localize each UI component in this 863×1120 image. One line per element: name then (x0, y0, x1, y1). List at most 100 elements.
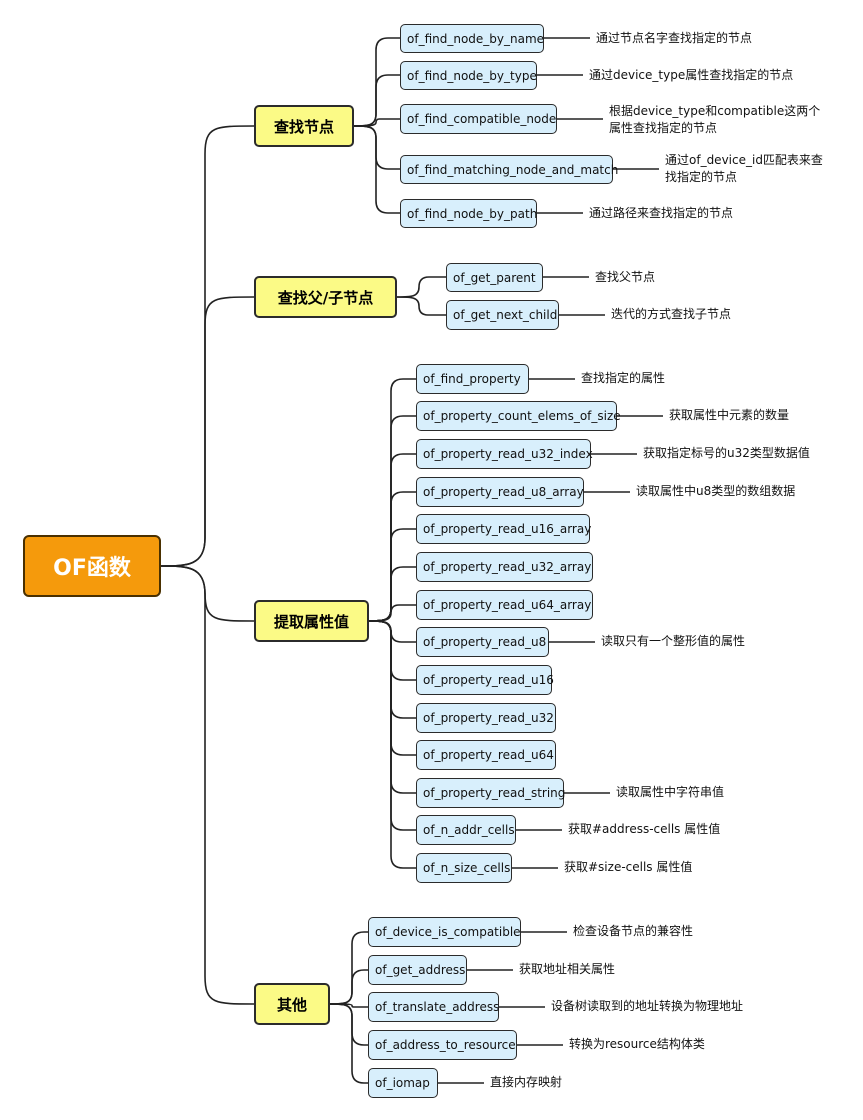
category-to-function-line (329, 931, 368, 1005)
function-label: of_property_read_u32_index (423, 447, 593, 461)
function-node: of_find_node_by_name (400, 24, 544, 53)
function-label: of_property_read_u16_array (423, 522, 592, 536)
description-line: 根据device_type和compatible这两个 (609, 104, 821, 118)
description: 读取属性中u8类型的数组数据 (636, 484, 796, 498)
function-node: of_find_compatible_node (400, 104, 557, 134)
function-label: of_get_next_child (453, 308, 558, 322)
function-label: of_property_read_u8_array (423, 485, 584, 499)
description: 直接内存映射 (490, 1075, 563, 1089)
description-line: 通过of_device_id匹配表来查 (665, 153, 823, 167)
function-node: of_property_read_u32_array (416, 552, 593, 582)
category-find-node: 查找节点 (254, 105, 354, 147)
description: 转换为resource结构体类 (569, 1037, 705, 1051)
category-to-function-line (353, 118, 400, 127)
function-label: of_property_read_u8 (423, 635, 547, 649)
category-to-function-line (368, 566, 416, 622)
function-label: of_property_read_u16 (423, 673, 554, 687)
category-to-function-line (368, 415, 416, 622)
description: 设备树读取到的地址转换为物理地址 (551, 999, 744, 1013)
function-label: of_property_read_u64 (423, 748, 554, 762)
description: 通过of_device_id匹配表来查找指定的节点 (665, 152, 823, 186)
function-node: of_property_count_elems_of_size (416, 401, 621, 431)
category-to-function-line (396, 296, 446, 316)
description: 检查设备节点的兼容性 (573, 924, 694, 938)
function-label: of_get_address (375, 963, 466, 977)
category-to-function-line (368, 620, 416, 719)
category-to-function-line (329, 969, 368, 1005)
category-to-function-line (368, 620, 416, 643)
function-label: of_find_property (423, 372, 521, 386)
function-node: of_property_read_u16_array (416, 514, 592, 544)
root-label: OF函数 (53, 556, 131, 581)
category-to-function-line (368, 604, 416, 622)
root-to-category-line (160, 296, 255, 567)
function-node: of_property_read_u32 (416, 703, 556, 733)
category-to-function-line (368, 491, 416, 622)
category-other: 其他 (254, 983, 330, 1025)
function-node: of_get_address (368, 955, 467, 985)
description: 根据device_type和compatible这两个属性查找指定的节点 (609, 103, 820, 137)
function-label: of_find_node_by_path (407, 206, 538, 221)
function-label: of_property_read_u64_array (423, 598, 592, 612)
function-node: of_find_node_by_type (400, 61, 537, 90)
category-to-function-line (329, 1003, 368, 1046)
category-to-function-line (353, 125, 400, 170)
category-to-function-line (396, 276, 446, 298)
function-label: of_n_addr_cells (423, 823, 515, 837)
description: 通过device_type属性查找指定的节点 (589, 68, 794, 82)
category-read-property: 提取属性值 (254, 600, 369, 642)
function-node: of_address_to_resource (368, 1030, 517, 1060)
category-label: 其他 (276, 995, 307, 1014)
function-node: of_find_matching_node_and_match (400, 155, 618, 184)
description: 获取地址相关属性 (519, 962, 616, 976)
root-node: OF函数 (23, 535, 161, 597)
function-label: of_get_parent (453, 270, 536, 285)
function-node: of_find_property (416, 364, 529, 394)
category-to-function-line (368, 620, 416, 756)
description: 读取只有一个整形值的属性 (601, 634, 746, 648)
function-node: of_property_read_u16 (416, 665, 554, 695)
function-node: of_find_node_by_path (400, 199, 537, 228)
description: 获取属性中元素的数量 (669, 408, 790, 422)
description: 获取#address-cells 属性值 (568, 822, 721, 836)
function-node: of_property_read_u32_index (416, 439, 593, 469)
category-to-function-line (368, 620, 416, 681)
description-line: 找指定的节点 (665, 170, 738, 184)
category-label: 查找节点 (273, 117, 334, 136)
function-label: of_property_count_elems_of_size (423, 409, 621, 423)
function-node: of_get_next_child (446, 300, 559, 330)
function-label: of_find_matching_node_and_match (407, 162, 619, 177)
function-label: of_property_read_string (423, 786, 566, 800)
function-label: of_device_is_compatible (375, 925, 521, 939)
function-node: of_property_read_u64 (416, 740, 556, 770)
description: 获取指定标号的u32类型数据值 (643, 446, 810, 460)
function-node: of_property_read_u8_array (416, 477, 584, 507)
function-label: of_property_read_u32_array (423, 560, 592, 574)
function-label: of_find_node_by_type (407, 68, 537, 83)
root-to-category-line (160, 565, 255, 622)
category-to-function-line (353, 125, 400, 214)
category-to-function-line (368, 620, 416, 794)
function-node: of_iomap (368, 1068, 438, 1098)
category-label: 提取属性值 (273, 612, 349, 631)
category-to-function-line (329, 1003, 368, 1084)
description: 查找父节点 (595, 270, 656, 284)
function-label: of_iomap (375, 1076, 430, 1090)
description-line: 属性查找指定的节点 (609, 121, 718, 135)
function-node: of_property_read_string (416, 778, 566, 808)
function-node: of_translate_address (368, 992, 499, 1022)
category-to-function-line (368, 453, 416, 622)
function-node: of_n_size_cells (416, 853, 512, 883)
description: 通过节点名字查找指定的节点 (596, 31, 753, 45)
category-to-function-line (368, 620, 416, 831)
function-label: of_address_to_resource (375, 1038, 516, 1052)
category-label: 查找父/子节点 (277, 288, 374, 307)
description: 通过路径来查找指定的节点 (589, 206, 734, 220)
category-find-parent-child: 查找父/子节点 (254, 276, 397, 318)
description: 获取#size-cells 属性值 (564, 860, 693, 874)
root-to-category-line (160, 565, 255, 1005)
function-node: of_device_is_compatible (368, 917, 521, 947)
function-label: of_find_compatible_node (407, 112, 557, 126)
